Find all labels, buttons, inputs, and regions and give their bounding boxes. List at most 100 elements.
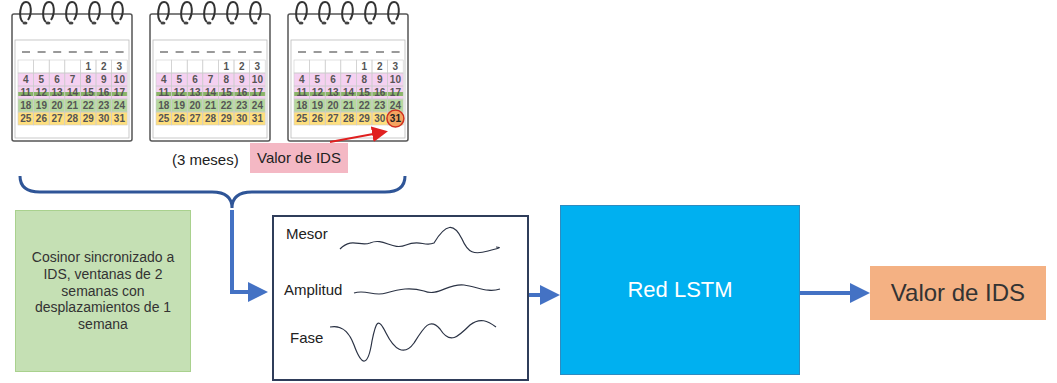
day-number: 13 xyxy=(49,86,65,99)
ring-hole xyxy=(207,21,212,24)
binding-ring xyxy=(319,2,330,22)
day-cell xyxy=(34,73,50,86)
day-number: 27 xyxy=(49,112,65,125)
day-cell xyxy=(49,60,65,73)
day-cell xyxy=(18,86,34,99)
day-cell xyxy=(294,112,310,125)
day-cell xyxy=(341,99,357,112)
day-number: 7 xyxy=(341,73,357,86)
ring-hole xyxy=(46,21,51,24)
day-number: 20 xyxy=(325,99,341,112)
calendar-grid xyxy=(291,40,405,138)
day-number: 8 xyxy=(356,73,372,86)
day-cell xyxy=(80,73,96,86)
calendar-page xyxy=(12,14,132,141)
calendar-illustration xyxy=(12,2,408,141)
day-cell xyxy=(294,86,310,99)
day-number: 1 xyxy=(80,60,96,73)
day-cell xyxy=(96,73,112,86)
day-number: 4 xyxy=(294,73,310,86)
day-cell xyxy=(112,99,128,112)
day-cell xyxy=(294,99,310,112)
day-number: 11 xyxy=(156,86,172,99)
ring-hole xyxy=(345,21,350,24)
ring-hole xyxy=(184,21,189,24)
day-cell xyxy=(156,73,172,86)
day-cell xyxy=(65,86,81,99)
signal-curve xyxy=(340,227,499,252)
week-highlight xyxy=(18,112,127,125)
day-number: 26 xyxy=(34,112,50,125)
day-number: 7 xyxy=(65,73,81,86)
binding-ring xyxy=(227,2,238,22)
weekday-mark xyxy=(345,51,353,53)
day-cell xyxy=(172,112,188,125)
node-text: Red LSTM xyxy=(627,277,732,303)
day-cell xyxy=(65,73,81,86)
day-cell xyxy=(80,99,96,112)
day-cell xyxy=(156,60,172,73)
day-number: 22 xyxy=(80,99,96,112)
day-number: 21 xyxy=(203,99,219,112)
day-cell xyxy=(18,99,34,112)
day-cell xyxy=(172,86,188,99)
day-cell xyxy=(294,60,310,73)
day-number: 25 xyxy=(18,112,34,125)
day-number: 15 xyxy=(356,86,372,99)
weekday-mark xyxy=(100,51,108,53)
day-cell xyxy=(96,99,112,112)
binding-ring xyxy=(43,2,54,22)
signal-curve xyxy=(354,285,500,294)
day-number: 12 xyxy=(172,86,188,99)
curly-brace xyxy=(20,176,405,208)
day-cell xyxy=(156,112,172,125)
ring-hole xyxy=(23,21,28,24)
day-cell xyxy=(203,73,219,86)
day-cell xyxy=(234,99,250,112)
day-cell xyxy=(234,73,250,86)
day-number: 2 xyxy=(234,60,250,73)
day-cell xyxy=(372,86,388,99)
day-number: 28 xyxy=(341,112,357,125)
day-number: 1 xyxy=(218,60,234,73)
day-cell xyxy=(49,73,65,86)
binding-ring xyxy=(158,2,169,22)
week-highlight xyxy=(294,73,403,86)
day-number: 6 xyxy=(325,73,341,86)
day-number: 14 xyxy=(341,86,357,99)
day-number: 28 xyxy=(203,112,219,125)
day-number: 6 xyxy=(49,73,65,86)
day-cell xyxy=(294,73,310,86)
week-highlight xyxy=(156,99,265,112)
calendar-page xyxy=(150,14,270,141)
day-cell xyxy=(325,86,341,99)
day-number: 8 xyxy=(218,73,234,86)
weekday-mark xyxy=(314,51,322,53)
weekday-mark xyxy=(254,51,262,53)
calendar-grid xyxy=(15,40,129,138)
day-cell xyxy=(65,112,81,125)
day-cell xyxy=(80,60,96,73)
weekday-mark xyxy=(69,51,77,53)
binding-ring xyxy=(388,2,399,22)
day-cell xyxy=(34,112,50,125)
node-text: Valor de IDS xyxy=(891,279,1025,308)
weekday-mark xyxy=(222,51,230,53)
binding-ring xyxy=(296,2,307,22)
day-cell xyxy=(203,112,219,125)
week-highlight xyxy=(156,73,265,86)
day-cell xyxy=(49,86,65,99)
day-cell xyxy=(234,86,250,99)
day-cell xyxy=(234,112,250,125)
day-cell xyxy=(356,112,372,125)
ring-hole xyxy=(368,21,373,24)
day-cell xyxy=(112,112,128,125)
week-highlight xyxy=(18,86,127,99)
weekday-mark xyxy=(191,51,199,53)
day-cell xyxy=(65,99,81,112)
day-number: 11 xyxy=(294,86,310,99)
day-cell xyxy=(80,112,96,125)
output-tag: Valor de IDS xyxy=(250,143,348,173)
binding-ring xyxy=(181,2,192,22)
day-number: 27 xyxy=(187,112,203,125)
